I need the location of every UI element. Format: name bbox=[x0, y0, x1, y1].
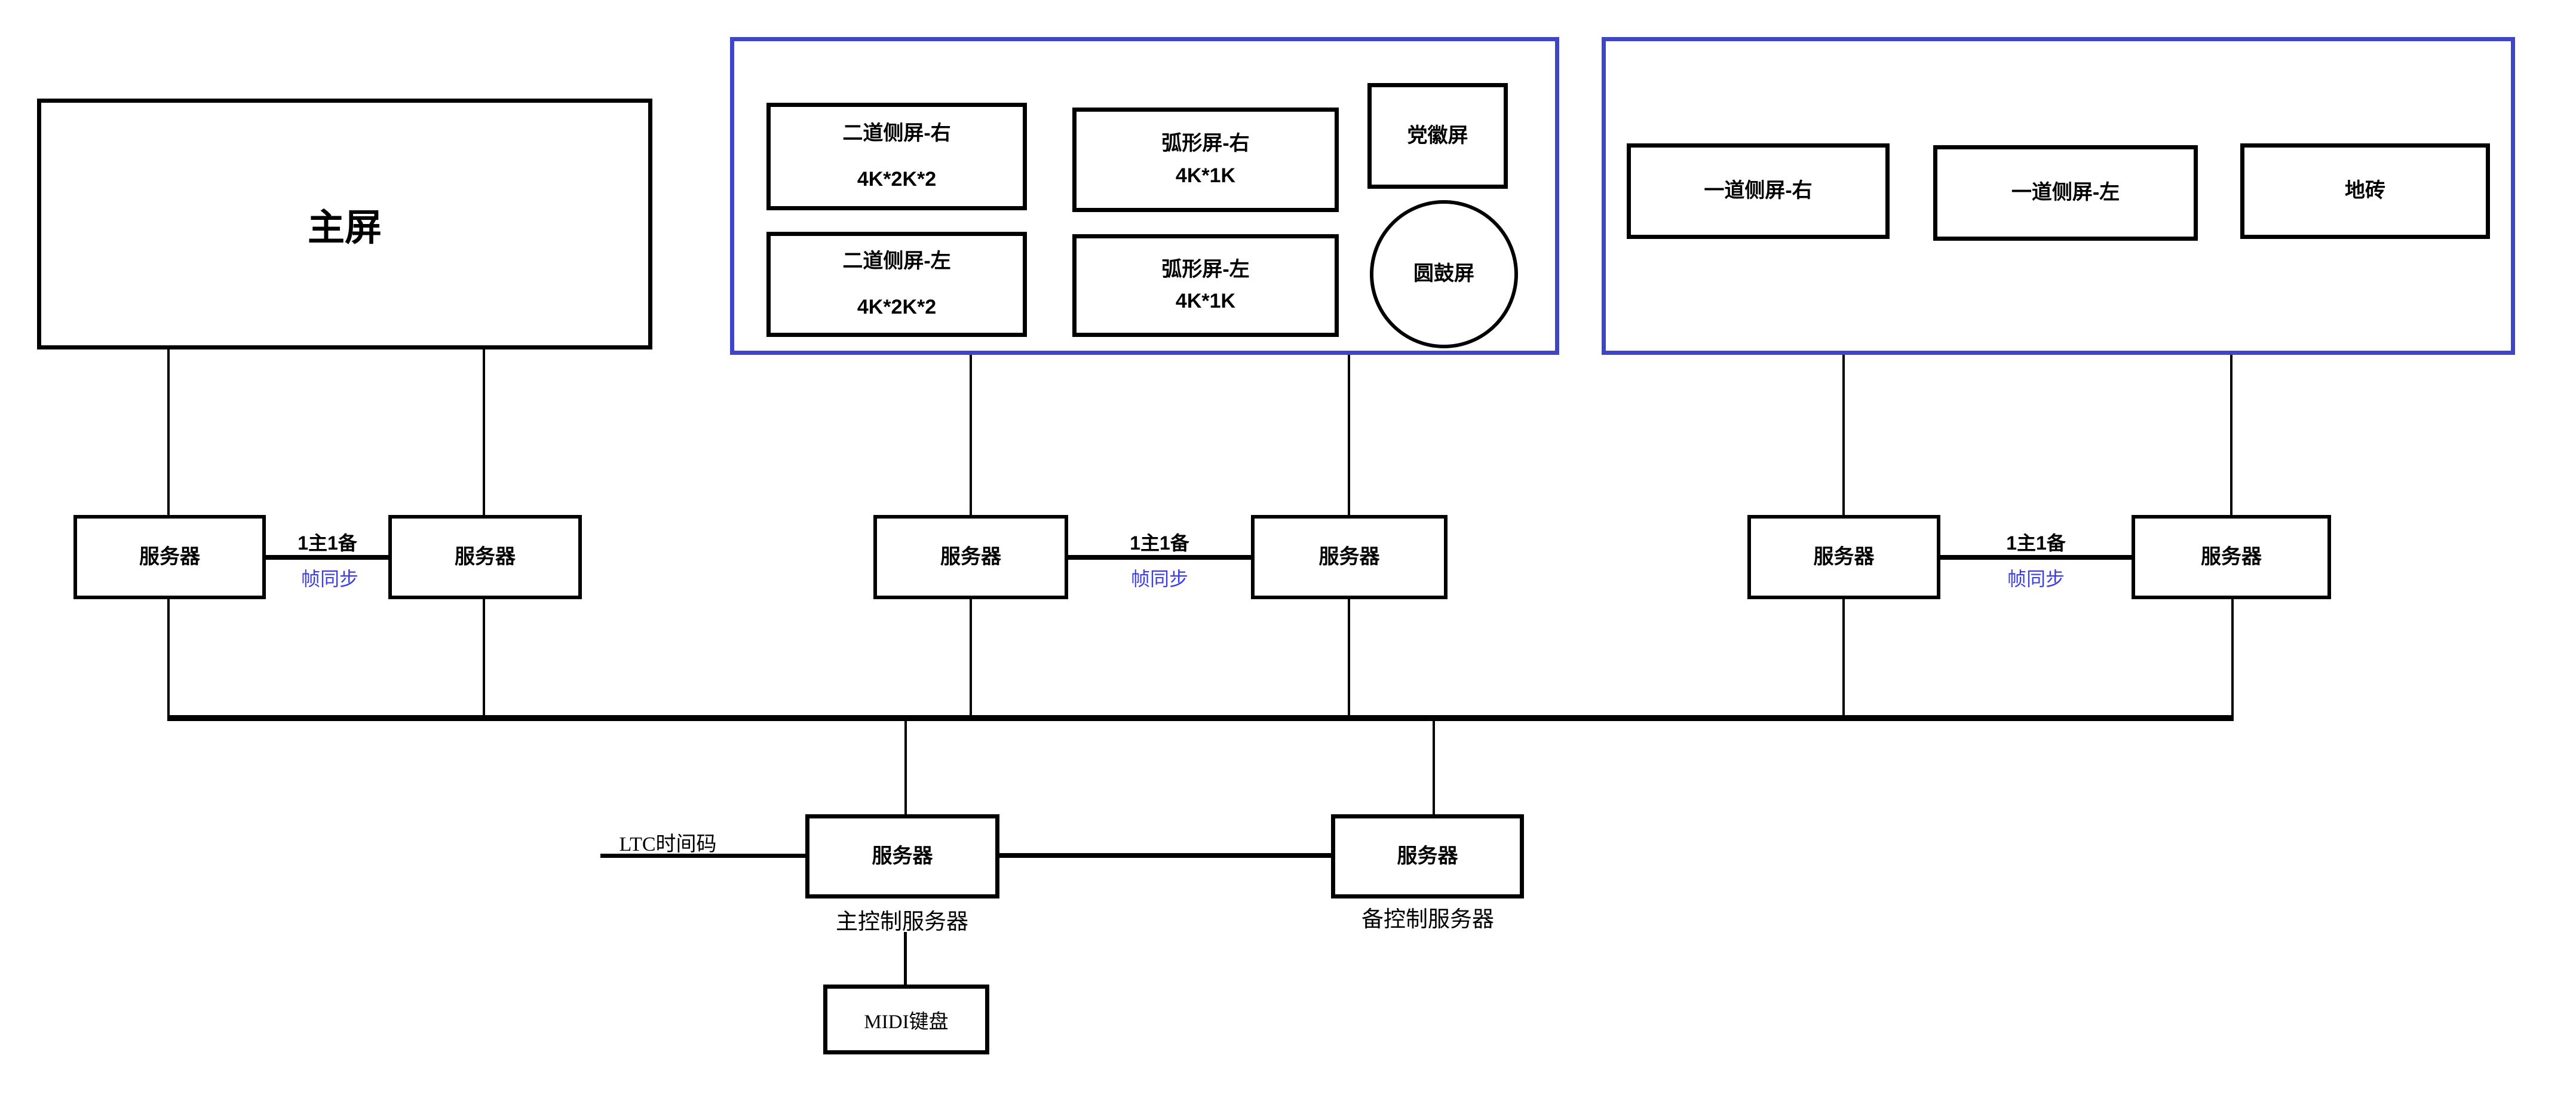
frame-sync-label: 帧同步 bbox=[1130, 568, 1189, 590]
server-box-master-control: 服务器 bbox=[805, 814, 999, 898]
server-label: 服务器 bbox=[940, 545, 1001, 568]
screen-title: 一道侧屏-左 bbox=[2011, 181, 2120, 204]
screen-title: 二道侧屏-左 bbox=[842, 249, 951, 272]
server-label: 服务器 bbox=[872, 844, 933, 867]
screen-title: 圆鼓屏 bbox=[1413, 262, 1474, 286]
backup-control-caption: 备控制服务器 bbox=[1361, 907, 1494, 932]
screen-box-party-emblem: 党徽屏 bbox=[1367, 83, 1508, 189]
screen-title: 二道侧屏-右 bbox=[842, 121, 951, 145]
server-box-mid-backup: 服务器 bbox=[1251, 515, 1448, 599]
screen-spec: 4K*1K bbox=[1175, 164, 1236, 187]
link-master-to-backup bbox=[999, 853, 1331, 858]
server-label: 服务器 bbox=[1318, 545, 1380, 568]
link-bus-to-backup-control bbox=[1433, 721, 1435, 814]
screen-circle-drum: 圆鼓屏 bbox=[1370, 200, 1518, 348]
ltc-label: LTC时间码 bbox=[619, 833, 717, 855]
screen-title: 地砖 bbox=[2345, 179, 2385, 203]
master-control-caption: 主控制服务器 bbox=[836, 910, 968, 934]
stage1-screen-group-frame bbox=[1602, 37, 2515, 355]
pair-link-line bbox=[1940, 555, 2132, 560]
server-label: 服务器 bbox=[139, 545, 200, 568]
link-main-to-server bbox=[167, 349, 170, 515]
pair-mode-label: 1主1备 bbox=[1130, 532, 1189, 554]
pair-link-line bbox=[266, 555, 388, 560]
screen-title: 党徽屏 bbox=[1407, 124, 1468, 147]
screen-box-yi-ce-left: 一道侧屏-左 bbox=[1933, 145, 2198, 241]
link-stage1-to-server bbox=[1842, 355, 1845, 515]
midi-keyboard-label: MIDI键盘 bbox=[864, 1011, 949, 1033]
screen-box-arc-right: 弧形屏-右 4K*1K bbox=[1072, 108, 1339, 212]
screen-title: 弧形屏-右 bbox=[1161, 132, 1250, 155]
screen-box-er-ce-left: 二道侧屏-左 4K*2K*2 bbox=[766, 232, 1027, 337]
link-server-to-bus bbox=[1842, 599, 1845, 715]
pair-mode-label: 1主1备 bbox=[298, 532, 357, 554]
midi-keyboard-box: MIDI键盘 bbox=[823, 985, 989, 1054]
screen-box-yi-ce-right: 一道侧屏-右 bbox=[1627, 143, 1890, 239]
screen-spec: 4K*1K bbox=[1175, 290, 1236, 312]
link-master-to-midi bbox=[904, 932, 907, 985]
server-box-left-primary: 服务器 bbox=[73, 515, 266, 599]
stage2-screen-group-frame bbox=[730, 37, 1559, 355]
main-screen-label: 主屏 bbox=[307, 207, 382, 249]
server-box-right-backup: 服务器 bbox=[2132, 515, 2331, 599]
link-server-to-bus bbox=[970, 599, 972, 715]
server-label: 服务器 bbox=[455, 545, 516, 568]
screen-title: 一道侧屏-右 bbox=[1704, 179, 1813, 203]
server-box-backup-control: 服务器 bbox=[1331, 814, 1524, 898]
screen-box-floor-tile: 地砖 bbox=[2240, 143, 2490, 239]
link-server-to-bus bbox=[167, 599, 170, 715]
link-server-to-bus bbox=[1348, 599, 1350, 715]
frame-sync-label: 帧同步 bbox=[300, 568, 359, 590]
main-screen-box: 主屏 bbox=[37, 99, 652, 349]
bus-line bbox=[167, 715, 2234, 721]
link-bus-to-master-control bbox=[904, 721, 907, 814]
link-server-to-bus bbox=[483, 599, 485, 715]
link-stage2-to-server bbox=[970, 355, 972, 515]
link-stage1-to-server bbox=[2230, 355, 2232, 515]
link-main-to-server bbox=[483, 349, 485, 515]
server-box-right-primary: 服务器 bbox=[1747, 515, 1940, 599]
server-box-mid-primary: 服务器 bbox=[873, 515, 1068, 599]
frame-sync-label: 帧同步 bbox=[2007, 568, 2065, 590]
link-stage2-to-server bbox=[1348, 355, 1350, 515]
screen-title: 弧形屏-左 bbox=[1161, 257, 1250, 281]
screen-box-arc-left: 弧形屏-左 4K*1K bbox=[1072, 234, 1339, 337]
server-box-left-backup: 服务器 bbox=[388, 515, 582, 599]
link-server-to-bus bbox=[2231, 599, 2234, 715]
server-label: 服务器 bbox=[2201, 545, 2262, 568]
screen-spec: 4K*2K*2 bbox=[857, 296, 937, 318]
server-label: 服务器 bbox=[1813, 545, 1875, 568]
ltc-input-line bbox=[600, 854, 805, 858]
screen-spec: 4K*2K*2 bbox=[857, 168, 937, 191]
pair-link-line bbox=[1068, 555, 1251, 560]
server-label: 服务器 bbox=[1397, 844, 1458, 867]
screen-box-er-ce-right: 二道侧屏-右 4K*2K*2 bbox=[766, 103, 1027, 210]
pair-mode-label: 1主1备 bbox=[2006, 532, 2066, 554]
